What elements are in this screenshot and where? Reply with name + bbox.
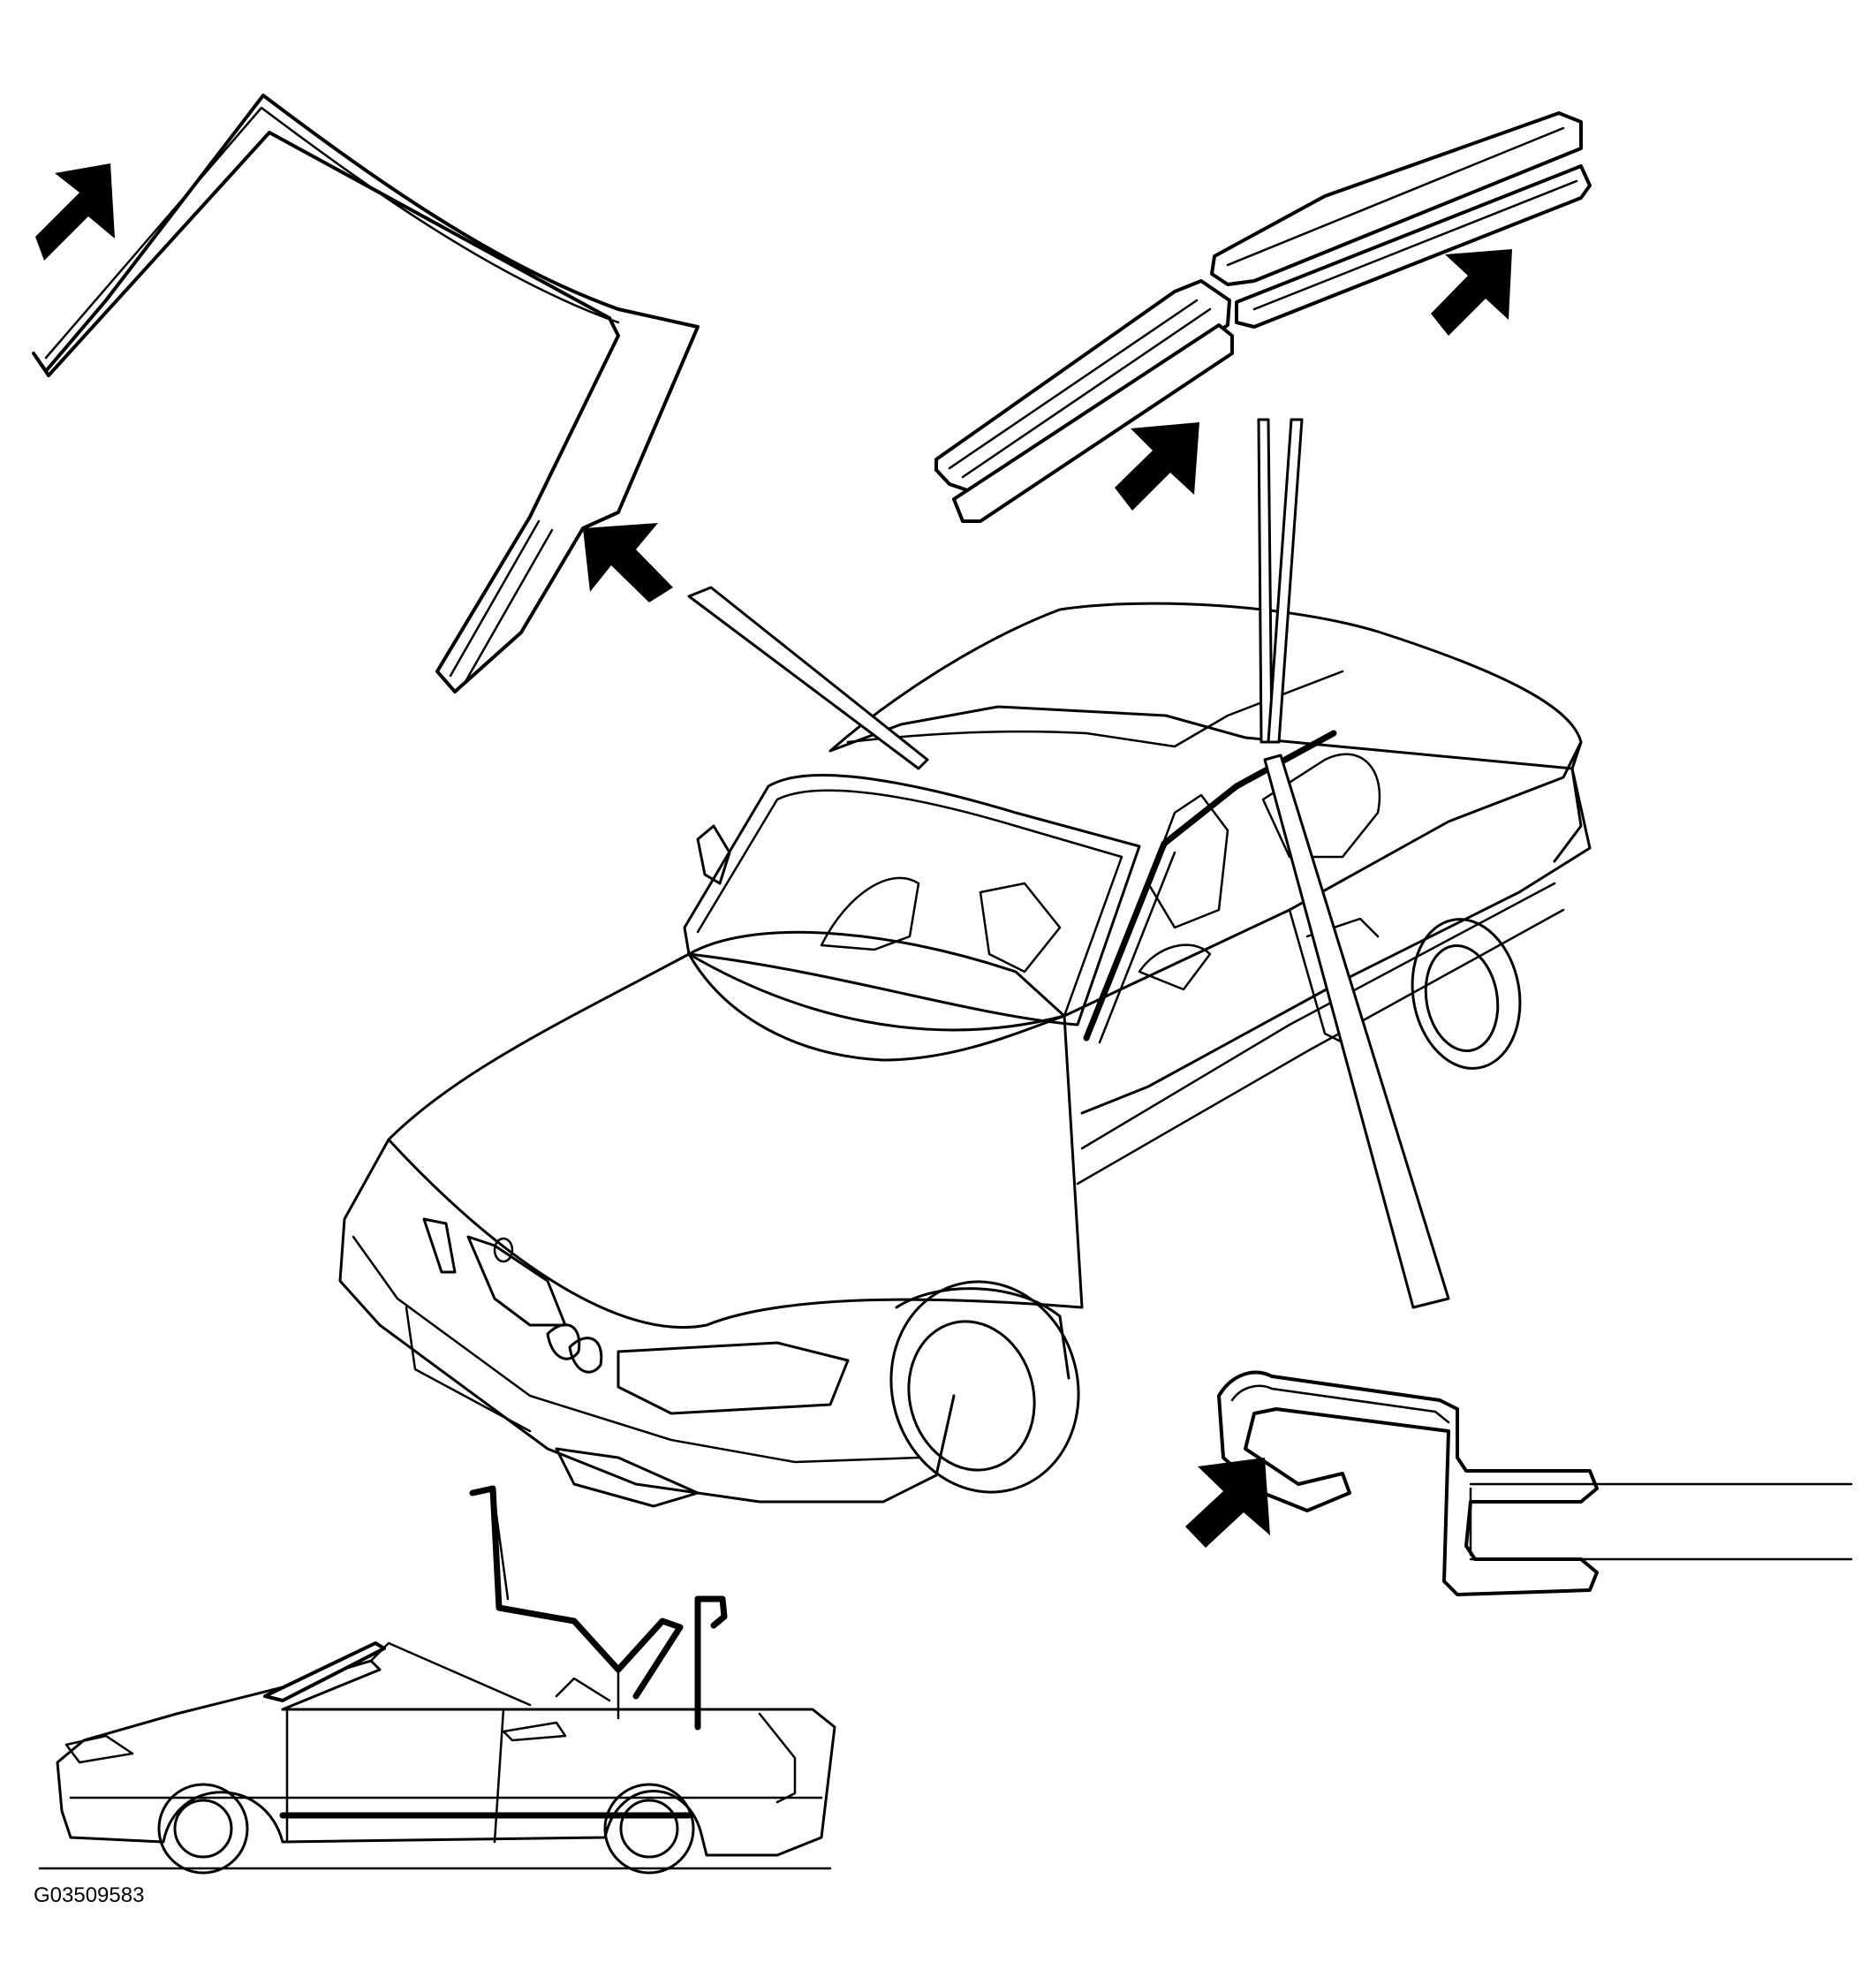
roof-rail-seal-front xyxy=(934,279,1234,523)
leader-door-seal xyxy=(1263,754,1450,1309)
roof-rail-seal-rear xyxy=(1210,111,1592,329)
figure-code: G03509583 xyxy=(34,1883,145,1907)
arrow-windshield-lower-end xyxy=(583,523,673,602)
side-view-inset-car xyxy=(38,1485,836,1875)
arrow-roof-rail-front xyxy=(1115,422,1199,511)
windshield-frame-seal xyxy=(32,94,700,693)
door-seal-profile xyxy=(1217,1370,1853,1596)
arrow-roof-rail-rear xyxy=(1431,249,1512,336)
arrow-windshield-left-end xyxy=(35,163,115,261)
leader-windshield-seal xyxy=(687,586,929,770)
arrow-door-seal xyxy=(1185,1458,1270,1548)
convertible-car xyxy=(338,602,1592,1508)
leader-roof-rail-seals xyxy=(1257,418,1304,744)
